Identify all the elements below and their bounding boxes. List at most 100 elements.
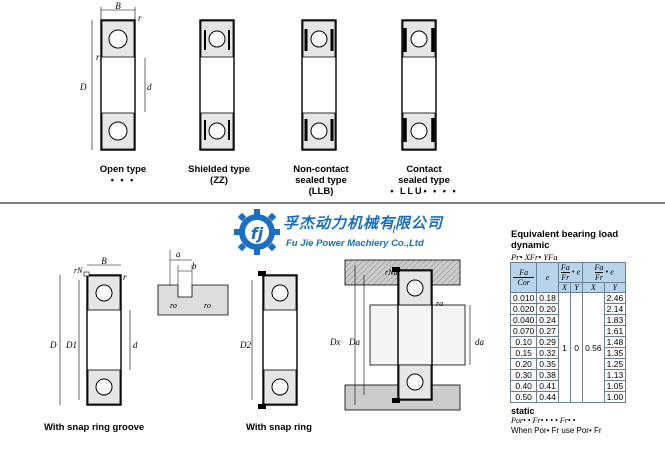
cell-y-gt: 1.13 <box>603 369 627 381</box>
snap-ring-groove-label: With snap ring groove <box>44 422 145 433</box>
cell-e: 0.44 <box>536 391 559 403</box>
dim-rNa: rNa <box>385 268 397 277</box>
static-note: When Por• Fr use Por• Fr <box>511 426 602 435</box>
cell-y-gt: 1.00 <box>603 391 627 403</box>
cell-fa-cor: 0.070 <box>509 325 538 337</box>
dim-b: b <box>192 261 197 271</box>
cell-e: 0.38 <box>536 369 559 381</box>
dim-Da: Da <box>348 337 360 347</box>
cell-y-gt: 2.46 <box>603 292 627 304</box>
col-x1: X <box>557 282 572 293</box>
cell-fa-cor: 0.010 <box>509 292 538 304</box>
dim-D1: D1 <box>65 340 77 350</box>
col-y1: Y <box>570 282 584 293</box>
cell-e: 0.27 <box>536 325 559 337</box>
cell-fa-cor: 0.30 <box>509 369 538 381</box>
dim-ro-right: ro <box>204 301 211 310</box>
bearing-snap-ring <box>258 271 298 409</box>
bearing-noncontact-sealed <box>301 19 337 151</box>
col-y2: Y <box>603 282 627 293</box>
dim-d-top: d <box>147 82 152 92</box>
cell-y-gt: 1.48 <box>603 336 627 348</box>
bearing-snap-ring-groove <box>83 271 122 406</box>
col-e: e <box>536 262 559 293</box>
dim-r-top: r <box>138 13 142 23</box>
cell-e: 0.32 <box>536 347 559 359</box>
top-bearing-diagrams: B r r D d <box>0 1 665 204</box>
col-x2: X <box>582 282 605 293</box>
dim-rN: rN <box>74 266 83 275</box>
cell-y-gt: 2.14 <box>603 303 627 315</box>
dim-D2: D2 <box>239 340 251 350</box>
static-title: static <box>511 406 535 416</box>
dim-da: da <box>475 337 485 347</box>
cell-e: 0.24 <box>536 314 559 326</box>
dim-D-bottom: D <box>49 340 57 350</box>
cell-fa-cor: 0.020 <box>509 303 538 315</box>
svg-text:fj: fj <box>251 224 264 243</box>
dim-B-bottom: B <box>101 256 107 266</box>
cell-fa-cor: 0.15 <box>509 347 538 359</box>
cell-fa-cor: 0.20 <box>509 358 538 370</box>
shielded-type-label: Shielded type(ZZ) <box>188 164 250 186</box>
cell-fa-cor: 0.50 <box>509 391 538 403</box>
cell-e: 0.29 <box>536 336 559 348</box>
cell-y-gt: 1.25 <box>603 358 627 370</box>
dim-ra: ra <box>436 299 443 308</box>
brand-gear-logo: fj <box>234 209 280 255</box>
open-type-dimensions <box>91 7 146 150</box>
cell-fa-cor: 0.10 <box>509 336 538 348</box>
dim-D-top: D <box>79 82 87 92</box>
bearing-contact-sealed <box>401 19 437 151</box>
bottom-bearing-diagrams: B rN r D D1 d a b ro ro D2 <box>49 224 485 411</box>
mounted-assembly <box>344 259 471 411</box>
cell-e: 0.35 <box>536 358 559 370</box>
cell-fa-cor: 0.40 <box>509 380 538 392</box>
snap-ring-label: With snap ring <box>246 422 312 433</box>
groove-dimensions <box>59 264 131 405</box>
cell-y-gt: 1.61 <box>603 325 627 337</box>
dim-B-top: B <box>115 1 121 11</box>
static-formula: Por• • Fr• • • • Fr• • <box>511 416 576 425</box>
dim-Dx: Dx <box>329 337 341 347</box>
dim-f: f <box>393 224 397 233</box>
cell-e: 0.18 <box>536 292 559 304</box>
dim-r2-top: r <box>96 52 100 62</box>
bearing-shielded-type <box>199 19 235 151</box>
brand-name-cn: 孚杰动力机械有限公司 <box>283 214 444 232</box>
cell-fa-cor: 0.040 <box>509 314 538 326</box>
cell-e: 0.41 <box>536 380 559 392</box>
groove-detail <box>157 250 229 316</box>
dim-a: a <box>176 249 181 259</box>
brand-name-en: Fu Jie Power Machiery Co.,Ltd <box>286 238 424 249</box>
dim-r-bottom: r <box>123 272 127 282</box>
cell-y-gt: 1.83 <box>603 314 627 326</box>
cell-y-gt: 1.05 <box>603 380 627 392</box>
cell-x-le: 1 <box>557 292 572 403</box>
open-type-label: Open type• • • <box>99 164 147 185</box>
cell-y-gt: 1.35 <box>603 347 627 359</box>
bearing-open-type <box>100 19 136 151</box>
cell-e: 0.20 <box>536 303 559 315</box>
dim-ro-left: ro <box>170 301 177 310</box>
dim-d-bottom: d <box>133 340 138 350</box>
cell-x-gt: 0.56 <box>582 292 605 403</box>
dynamic-formula: Pr• XFr• YFa <box>511 252 558 262</box>
